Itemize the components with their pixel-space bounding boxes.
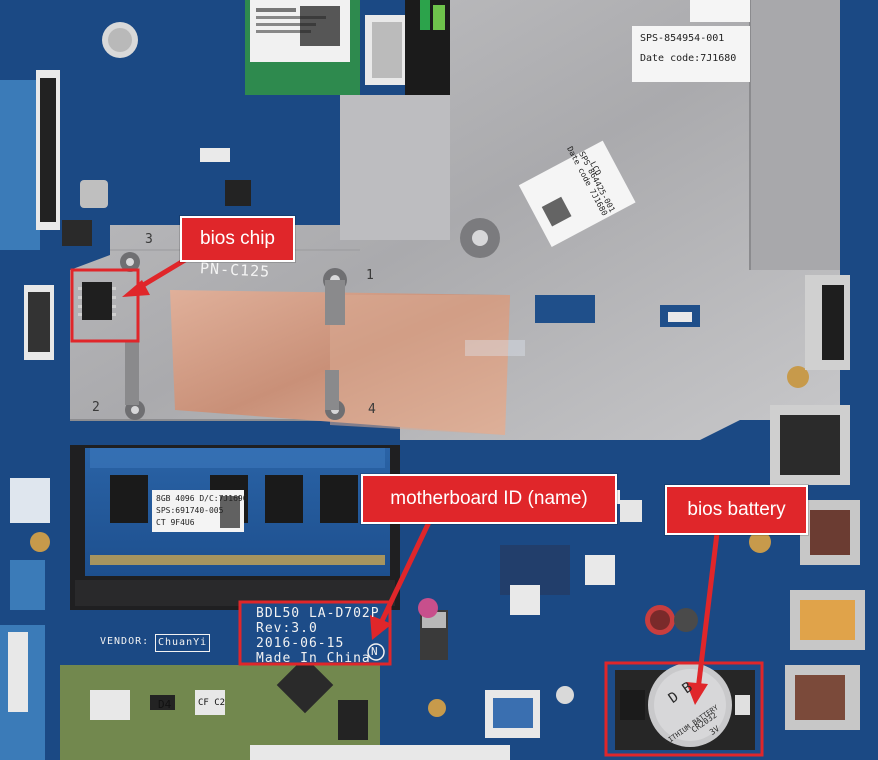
screw-label-1: 1 <box>366 268 375 283</box>
d4-label: D4 <box>158 698 172 711</box>
heatsink-sticker <box>632 26 750 82</box>
heatsink-embossed-text: PN-C125 <box>199 259 271 281</box>
rotated-sticker <box>518 140 636 248</box>
ram-sticker-line2: SPS:691740-005 <box>156 506 224 515</box>
arrow-motherboard-id <box>370 518 433 640</box>
arrow-bios-chip <box>122 257 187 297</box>
callout-bios-chip: bios chip <box>180 216 295 262</box>
flex-connector <box>0 80 40 250</box>
ram-sticker-line1: 8GB 4096 D/C:7J1690 <box>156 494 248 503</box>
screw-label-4: 4 <box>368 402 377 417</box>
vendor-label: VENDOR: <box>100 636 150 647</box>
screw-label-3: 3 <box>145 232 154 247</box>
heatsink-sticker-line2: Date code:7J1680 <box>640 53 737 64</box>
callout-motherboard-id: motherboard ID (name) <box>361 474 617 524</box>
board-id-line-2: Rev:3.0 <box>256 621 318 636</box>
board-logo-mark: N <box>371 645 379 658</box>
cap-label: CF C2 <box>198 698 226 708</box>
board-id-line-1: BDL50 LA-D702P <box>256 606 380 621</box>
bios-chip <box>82 282 112 320</box>
board-id-line-3: 2016-06-15 <box>256 636 345 651</box>
screw-label-2: 2 <box>92 400 101 415</box>
vendor-value: ChuanYi <box>155 634 211 652</box>
arrow-bios-battery <box>686 524 721 705</box>
heatsink-sticker-line1: SPS-854954-001 <box>640 33 725 44</box>
board-id-line-4: Made In China <box>256 651 371 666</box>
callout-bios-battery: bios battery <box>665 485 808 535</box>
ram-sticker-line3: CT 9F4U6 <box>156 518 195 527</box>
